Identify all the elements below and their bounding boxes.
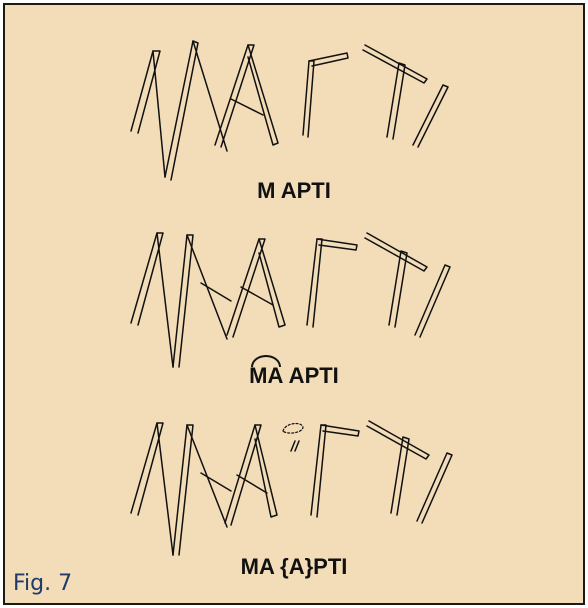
inscription-row-1 <box>130 40 449 181</box>
reading-2-ligature: MA <box>249 355 284 388</box>
reading-1: M APTI <box>5 178 583 204</box>
reading-1-prefix: M <box>257 178 276 203</box>
reading-3: MA {A}PTI <box>5 554 583 580</box>
inscription-drawings <box>130 40 453 556</box>
inscription-row-2 <box>130 232 451 368</box>
reading-2: MA APTI <box>5 355 583 389</box>
figure-panel: M APTI MA APTI MA {A}PTI Fig. 7 <box>3 3 585 605</box>
figure-caption: Fig. 7 <box>13 571 73 596</box>
inscription-row-3 <box>130 420 453 556</box>
reading-2-rest: APTI <box>283 363 339 388</box>
reading-3-text: MA {A}PTI <box>240 554 348 579</box>
reading-1-rest: APTI <box>275 178 331 203</box>
